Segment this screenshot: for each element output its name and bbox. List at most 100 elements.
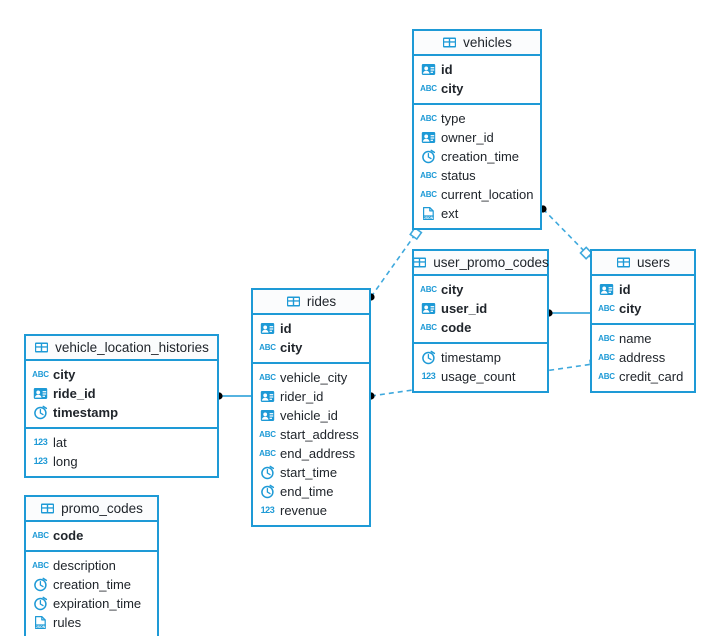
abc-text-icon: ABC [32, 560, 49, 570]
field-label: end_time [280, 484, 334, 499]
field-label: id [619, 282, 631, 297]
id-card-icon [421, 62, 436, 77]
table-title: vehicles [463, 35, 512, 50]
field-label: address [619, 350, 666, 365]
primary-key-field[interactable]: id [253, 319, 369, 338]
field-label: type [441, 111, 466, 126]
field-label: lat [53, 435, 67, 450]
table-header-users[interactable]: users [592, 251, 694, 276]
id-card-icon [599, 282, 614, 297]
column-field[interactable]: timestamp [414, 348, 547, 367]
abc-text-icon: ABC [598, 352, 615, 362]
field-label: city [441, 81, 464, 96]
field-label: revenue [280, 503, 327, 518]
column-field[interactable]: expiration_time [26, 594, 157, 613]
table-title: rides [306, 294, 337, 309]
field-label: expiration_time [53, 596, 142, 611]
column-field[interactable]: 123 revenue [253, 501, 369, 520]
table-header-vehicles[interactable]: vehicles [414, 31, 540, 56]
column-field[interactable]: creation_time [414, 147, 540, 166]
123-number-icon: 123 [260, 505, 275, 515]
field-label: rider_id [280, 389, 324, 404]
abc-text-icon: ABC [259, 429, 276, 439]
column-field[interactable]: rider_id [253, 387, 369, 406]
column-field[interactable]: end_time [253, 482, 369, 501]
primary-key-field[interactable]: id [592, 280, 694, 299]
column-field[interactable]: ABC start_address [253, 425, 369, 444]
relationship-vehicle_location_histories-to-rides[interactable] [215, 392, 251, 400]
column-field[interactable]: ABC address [592, 348, 694, 367]
field-label: vehicle_city [280, 370, 348, 385]
table-header-user_promo_codes[interactable]: user_promo_codes [413, 251, 549, 276]
field-label: timestamp [441, 350, 501, 365]
abc-text-icon: ABC [32, 530, 49, 540]
field-label: end_address [280, 446, 356, 461]
column-field[interactable]: ABC type [414, 109, 540, 128]
column-field[interactable]: 123 lat [26, 433, 217, 452]
field-label: current_location [441, 187, 534, 202]
column-field[interactable]: ABC current_location [414, 185, 540, 204]
table-grid-icon [616, 255, 631, 270]
clock-icon [33, 577, 48, 592]
primary-key-field[interactable]: id [414, 60, 540, 79]
field-label: ext [441, 206, 459, 221]
svg-text:JSON: JSON [424, 216, 434, 220]
column-field[interactable]: vehicle_id [253, 406, 369, 425]
field-label: owner_id [441, 130, 494, 145]
table-grid-icon [34, 340, 49, 355]
table-header-rides[interactable]: rides [253, 290, 369, 315]
abc-text-icon: ABC [420, 189, 437, 199]
primary-key-field[interactable]: timestamp [26, 403, 217, 422]
field-label: code [53, 528, 84, 543]
field-label: city [280, 340, 303, 355]
clock-icon [260, 484, 275, 499]
abc-text-icon: ABC [420, 113, 437, 123]
field-label: timestamp [53, 405, 119, 420]
primary-key-field[interactable]: ABC code [26, 526, 157, 545]
column-field[interactable]: JSON ext [414, 204, 540, 223]
field-label: start_address [280, 427, 359, 442]
field-label: ride_id [53, 386, 96, 401]
field-label: credit_card [619, 369, 684, 384]
field-label: long [53, 454, 78, 469]
123-number-icon: 123 [33, 437, 48, 447]
field-label: name [619, 331, 652, 346]
column-field[interactable]: owner_id [414, 128, 540, 147]
primary-key-section-promo_codes: ABC code [26, 522, 157, 552]
table-header-vehicle_location_histories[interactable]: vehicle_location_histories [26, 336, 217, 361]
column-field[interactable]: start_time [253, 463, 369, 482]
primary-key-field[interactable]: ride_id [26, 384, 217, 403]
table-header-promo_codes[interactable]: promo_codes [26, 497, 157, 522]
column-field[interactable]: creation_time [26, 575, 157, 594]
relationship-user_promo_codes-to-users[interactable] [545, 309, 590, 317]
primary-key-field[interactable]: user_id [414, 299, 547, 318]
clock-icon [33, 596, 48, 611]
field-label: code [441, 320, 472, 335]
